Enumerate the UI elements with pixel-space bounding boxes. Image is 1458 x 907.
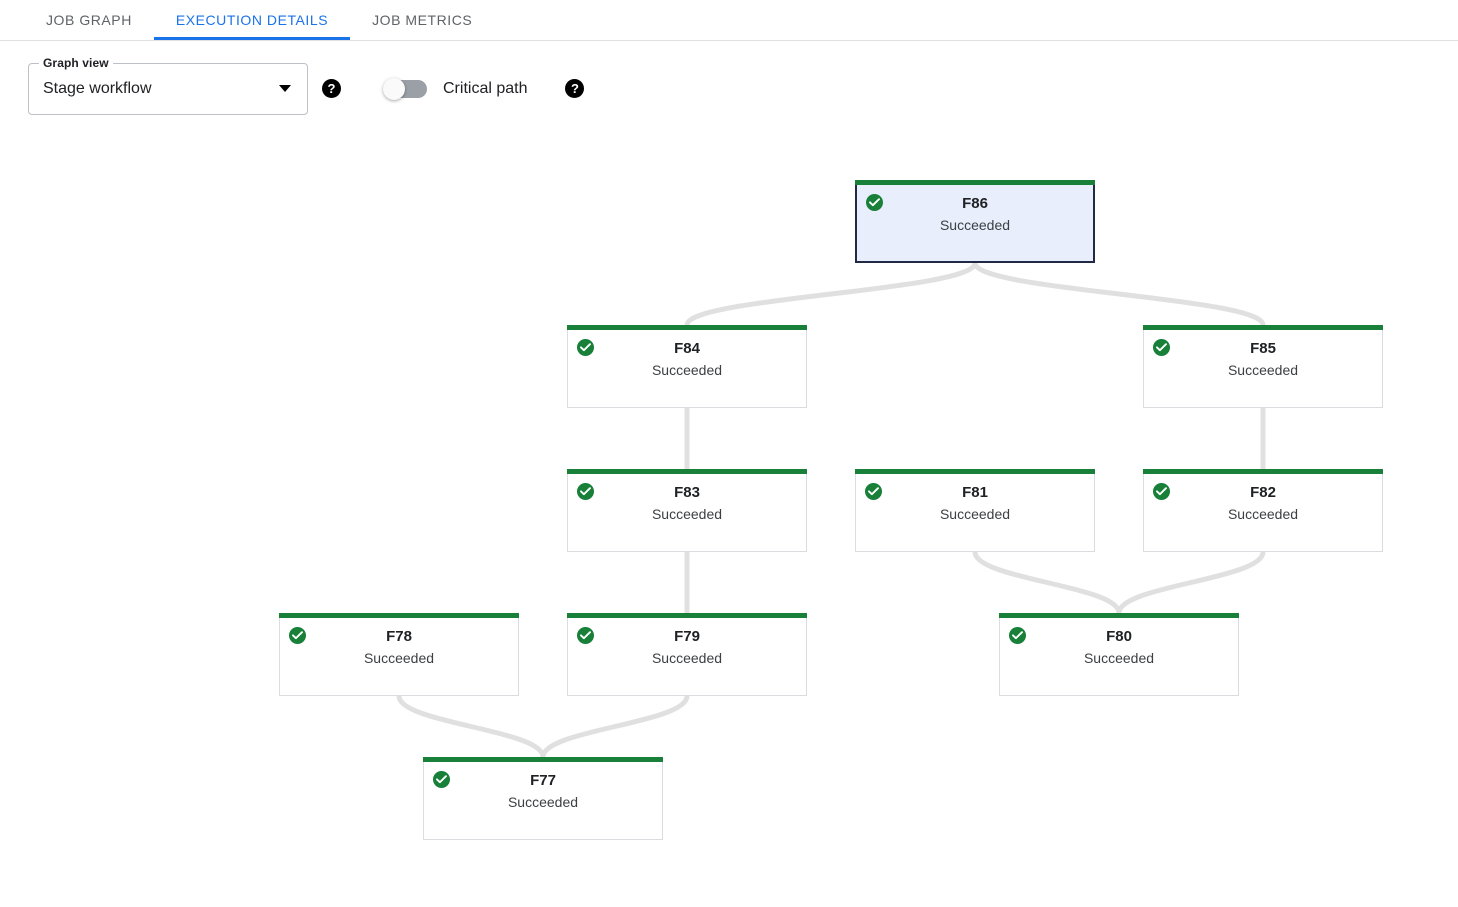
stage-node-status: Succeeded [1227,362,1299,378]
critical-path-label: Critical path [443,79,528,97]
stage-node-status: Succeeded [1083,650,1155,666]
check-circle-icon [577,483,594,500]
stage-node-status: Succeeded [507,794,579,810]
critical-path-toggle[interactable] [383,77,427,100]
stage-node-title: F85 [1250,340,1276,357]
edge-f81-to-f80 [972,549,1122,616]
edge-f86-to-f85 [972,260,1266,328]
status-bar [855,180,1095,185]
stage-node-title: F81 [962,484,988,501]
check-circle-icon [866,194,883,211]
graph-view-label: Graph view [39,55,113,70]
stage-node-status: Succeeded [651,506,723,522]
check-circle-icon [433,771,450,788]
stage-node-status: Succeeded [651,362,723,378]
tab-bar: JOB GRAPH EXECUTION DETAILS JOB METRICS [0,0,1458,41]
edge-f79-to-f77 [540,693,690,760]
status-bar [567,613,807,618]
stage-node-status: Succeeded [939,506,1011,522]
critical-path-help-icon[interactable]: ? [565,79,585,98]
toggle-knob [383,77,405,100]
status-bar [423,757,663,762]
status-bar [567,469,807,474]
edge-f86-to-f84 [684,260,978,328]
stage-node-title: F86 [962,195,988,212]
stage-node-title: F78 [386,628,412,645]
stage-node-title: F79 [674,628,700,645]
check-circle-icon [1009,627,1026,644]
graph-view-help-icon[interactable]: ? [322,79,341,98]
edge-f78-to-f77 [396,693,546,760]
check-circle-icon [865,483,882,500]
check-circle-icon [1153,339,1170,356]
status-bar [999,613,1239,618]
tab-execution-details[interactable]: EXECUTION DETAILS [153,0,351,40]
check-circle-icon [289,627,306,644]
stage-node-status: Succeeded [651,650,723,666]
stage-node-title: F80 [1106,628,1132,645]
graph-toolbar: Graph view Stage workflow ? Critical pat… [0,41,1458,136]
status-bar [1143,325,1383,330]
check-circle-icon [1153,483,1170,500]
stage-node-title: F83 [674,484,700,501]
status-bar [279,613,519,618]
graph-view-value: Stage workflow [43,79,152,97]
stage-node-status: Succeeded [363,650,435,666]
tab-job-graph[interactable]: JOB GRAPH [24,0,154,40]
stage-node-status: Succeeded [1227,506,1299,522]
tab-job-metrics[interactable]: JOB METRICS [350,0,494,40]
stage-node-title: F84 [674,340,700,357]
chevron-down-icon [279,85,291,92]
check-circle-icon [577,339,594,356]
critical-path-control: Critical path ? [383,77,585,100]
status-bar [1143,469,1383,474]
status-bar [855,469,1095,474]
status-bar [567,325,807,330]
edge-f82-to-f80 [1116,549,1266,616]
stage-node-status: Succeeded [939,217,1011,233]
stage-node-title: F82 [1250,484,1276,501]
stage-node-title: F77 [530,772,556,789]
graph-view-select[interactable]: Graph view Stage workflow [28,55,308,115]
check-circle-icon [577,627,594,644]
